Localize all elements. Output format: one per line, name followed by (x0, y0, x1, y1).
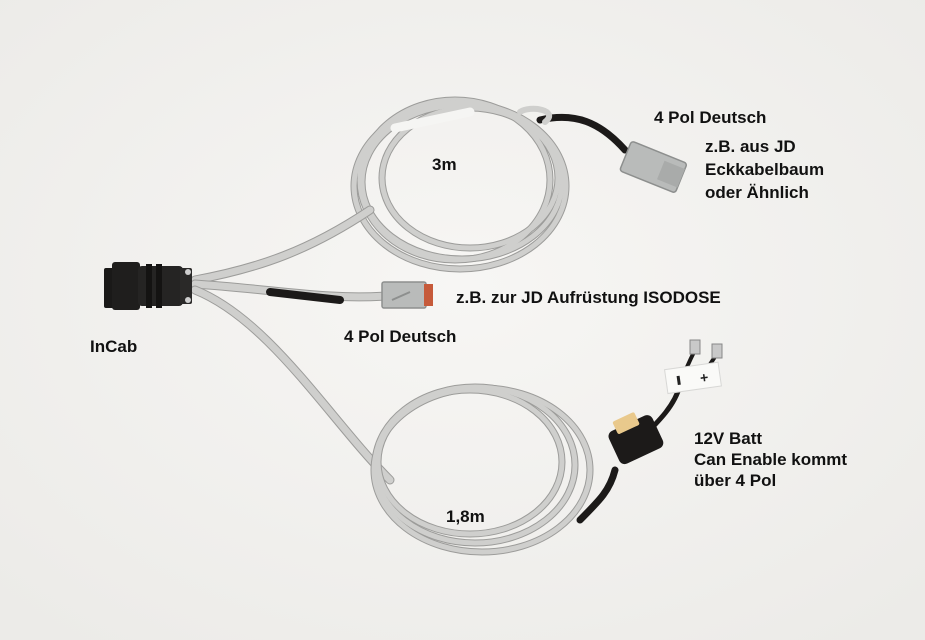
upper-connector-line-1: z.B. aus JD (705, 137, 796, 156)
polarity-tag: + (664, 361, 722, 395)
trunk-cables (190, 205, 395, 485)
upper-deutsch-connector (619, 141, 688, 193)
battery-line-1: 12V Batt (694, 429, 763, 448)
upper-connector-line-2: Eckkabelbaum (705, 160, 825, 179)
lower-length-label: 1,8m (446, 507, 485, 526)
incab-connector (104, 262, 192, 310)
incab-label: InCab (90, 337, 138, 356)
battery-line-3: über 4 Pol (694, 471, 777, 490)
middle-connector-title: 4 Pol Deutsch (344, 327, 457, 346)
battery-line-2: Can Enable kommt (694, 450, 848, 469)
fuse-holder (608, 412, 664, 465)
upper-connector-line-3: oder Ähnlich (705, 183, 809, 202)
battery-description: 12V Batt Can Enable kommt über 4 Pol (694, 428, 847, 491)
svg-text:+: + (699, 369, 709, 386)
upper-cable-coil-3m (350, 96, 629, 273)
battery-terminals (689, 339, 723, 359)
upper-connector-description: z.B. aus JD Eckkabelbaum oder Ähnlich (705, 135, 824, 204)
middle-deutsch-connector (381, 281, 433, 309)
middle-connector-description: z.B. zur JD Aufrüstung ISODOSE (456, 288, 721, 307)
upper-length-label: 3m (432, 155, 457, 174)
upper-connector-title: 4 Pol Deutsch (654, 108, 767, 127)
